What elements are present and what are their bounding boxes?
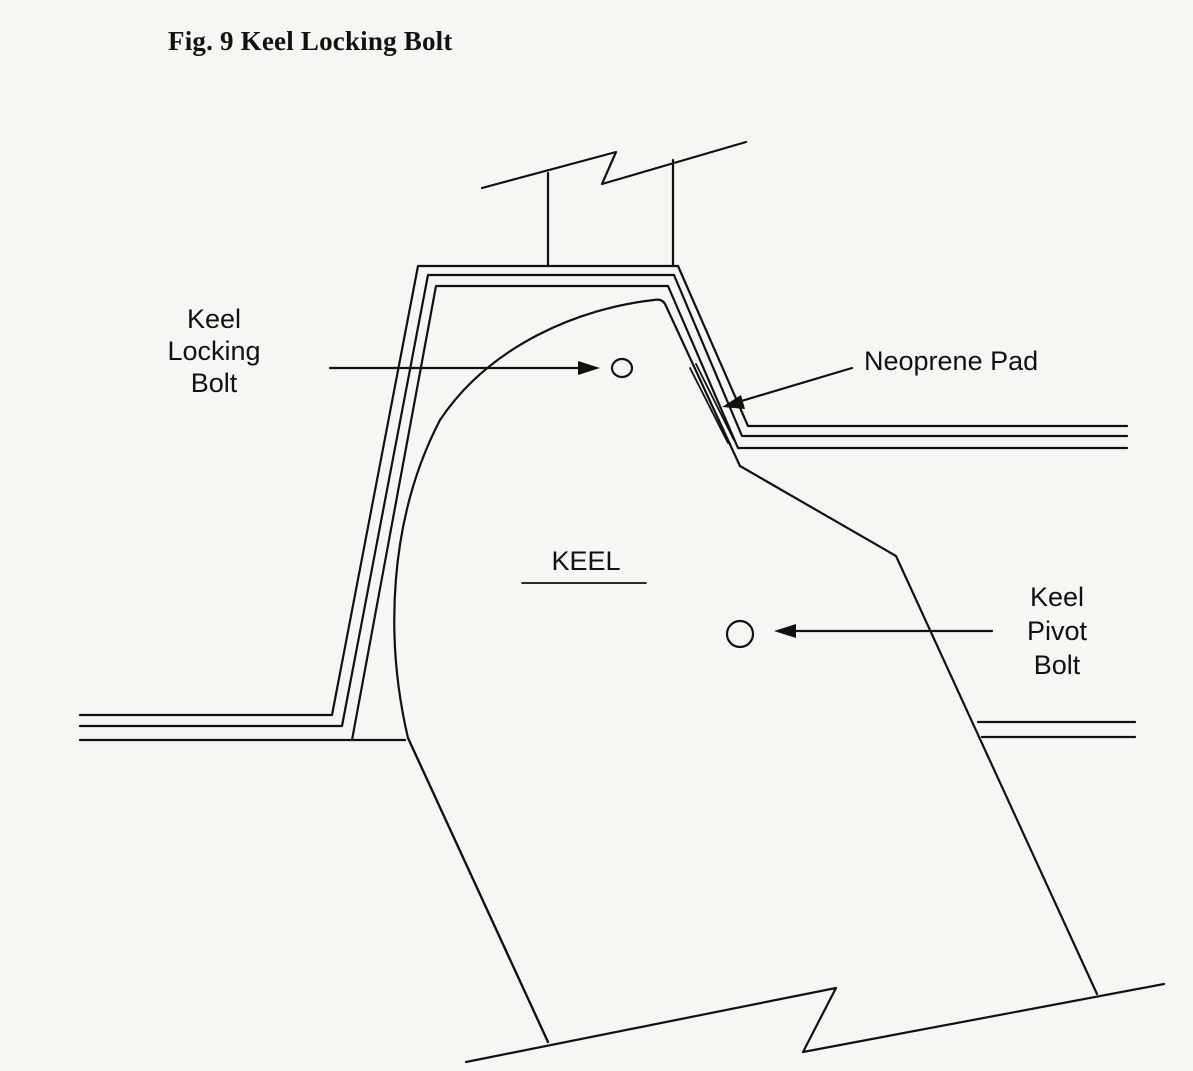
upper-structure — [480, 140, 748, 268]
keel-locking-bolt-label-line-1: Keel — [187, 304, 241, 334]
keel — [393, 298, 1099, 1044]
keel-pivot-bolt-label-line-2: Pivot — [1027, 616, 1088, 646]
locking-bolt-arrowhead — [578, 361, 600, 375]
hull-line-middle — [78, 273, 1129, 728]
keel-label-group: KEEL — [521, 546, 647, 584]
neoprene-arrowhead — [722, 395, 745, 409]
keel-pivot-bolt: Keel Pivot Bolt — [725, 582, 1088, 680]
pivot-bolt-arrowhead — [774, 624, 796, 638]
neoprene-pad-label: Neoprene Pad — [864, 346, 1038, 376]
locking-bolt-hole — [610, 357, 634, 379]
hull-trunk — [78, 264, 1137, 742]
keel-locking-bolt-label-line-3: Bolt — [191, 368, 238, 398]
neoprene-arrow-shaft — [736, 366, 854, 404]
neoprene-pad-strip — [689, 367, 729, 444]
upper-deck-break-line — [480, 140, 748, 190]
hull-line-inner — [78, 284, 1129, 742]
keel-locking-bolt: Keel Locking Bolt — [167, 304, 634, 398]
lower-break-line — [464, 982, 1166, 1064]
neoprene-pad — [689, 363, 735, 444]
pivot-bolt-hole — [725, 619, 755, 649]
hull-line-outer — [78, 264, 1129, 717]
neoprene-pad-callout: Neoprene Pad — [722, 346, 1038, 409]
keel-label: KEEL — [551, 546, 620, 576]
keel-pivot-bolt-label-line-3: Bolt — [1034, 650, 1081, 680]
neoprene-pad-strip-inner — [695, 363, 735, 441]
keel-outline — [393, 298, 1099, 1044]
keel-front-lower — [406, 736, 550, 1044]
figure-title: Fig. 9 Keel Locking Bolt — [168, 26, 453, 56]
keel-pivot-bolt-label-line-1: Keel — [1030, 582, 1084, 612]
keel-locking-bolt-label-line-2: Locking — [167, 336, 260, 366]
